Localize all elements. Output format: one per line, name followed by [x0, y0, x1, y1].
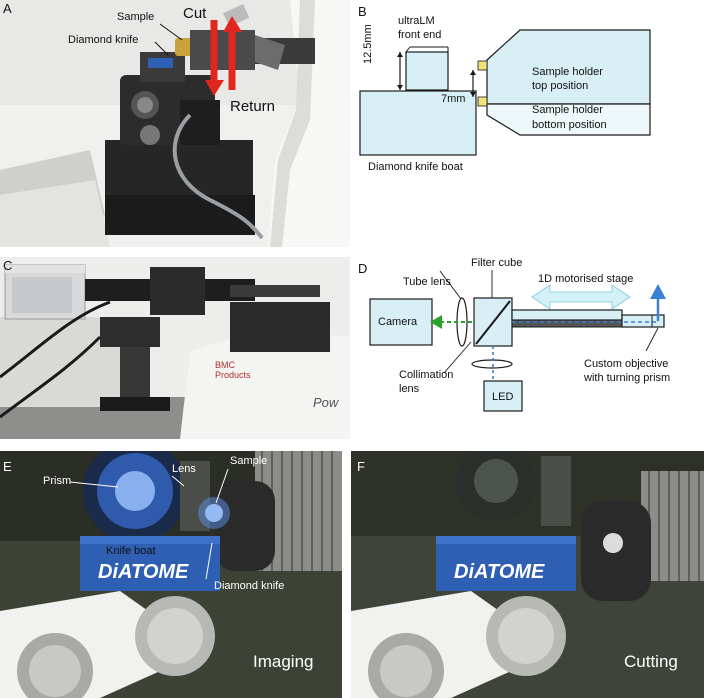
panel-f: F DiATOME Cutting: [351, 451, 704, 698]
panel-d-label: D: [358, 261, 368, 276]
ultralm-label-2: front end: [398, 29, 442, 41]
collimation-lens: [471, 359, 513, 369]
panel-a-cut-label: Cut: [183, 5, 207, 22]
panel-d-schematic: [369, 270, 666, 412]
panel-a-sample-label: Sample: [117, 11, 155, 23]
camera-box: [369, 298, 433, 346]
panel-f-photo: [351, 451, 704, 698]
ultralm-front-end: [405, 51, 449, 91]
ultralm-label-1: ultraLM: [398, 15, 435, 27]
stage-rail: [511, 309, 623, 321]
prism-label: Prism: [43, 475, 72, 487]
collimation-label-1: Collimation: [399, 369, 454, 381]
panel-b-schematic: [359, 29, 651, 156]
tube-lens-label: Tube lens: [403, 276, 451, 288]
stage-double-arrow: [531, 284, 631, 310]
panel-c: C BMC Products Pow: [0, 257, 350, 439]
scope-brand-text: Pow: [313, 395, 339, 410]
dim-12-5mm: 12.5mm: [362, 24, 374, 64]
panel-a-photo: [0, 0, 350, 247]
panel-e: E Prism Lens Sample Knife boat DiATOME D…: [0, 451, 342, 698]
camera-label: Camera: [378, 316, 418, 328]
holder-bottom-label-2: bottom position: [532, 119, 607, 131]
collimation-label-2: lens: [399, 383, 420, 395]
holder-top-label-1: Sample holder: [532, 66, 603, 78]
diatome-brand-f: DiATOME: [454, 561, 545, 583]
holder-top-label-2: top position: [532, 80, 589, 92]
bmc-products-text: BMC Products: [215, 360, 251, 380]
holder-bottom-label-1: Sample holder: [532, 104, 603, 116]
objective-label-1: Custom objective: [584, 358, 669, 370]
led-box: [483, 380, 523, 412]
panel-e-label: E: [3, 459, 12, 474]
panel-b: B ultraLM front end 12.5mm 7mm Sample ho…: [352, 0, 704, 247]
panel-d: D Tube lens Filter cube 1D motorised sta…: [352, 257, 704, 439]
panel-a-return-label: Return: [230, 98, 276, 115]
diatome-brand-e: DiATOME: [98, 561, 189, 583]
led-label: LED: [492, 391, 514, 403]
green-arrowhead: [430, 315, 442, 329]
panel-f-label: F: [357, 459, 365, 474]
dim-7mm: 7mm: [441, 93, 466, 105]
panel-e-photo: [0, 451, 342, 698]
panel-c-label: C: [3, 258, 13, 273]
panel-c-photo: [0, 257, 350, 439]
panel-a-label: A: [3, 1, 12, 16]
sample-pad-top: [477, 60, 488, 71]
panel-a: A Sample Diamond knife Cut Return: [0, 0, 350, 247]
panel-a-knife-label: Diamond knife: [68, 34, 139, 46]
sample-holder-bottom: [486, 103, 651, 136]
imaging-label: Imaging: [253, 652, 314, 671]
lens-label: Lens: [172, 463, 196, 475]
blue-up-arrowhead: [650, 284, 666, 299]
knife-boat-label-e: Knife boat: [106, 545, 156, 557]
cutting-label: Cutting: [624, 652, 678, 671]
objective-label-2: with turning prism: [584, 372, 671, 384]
filter-cube-label: Filter cube: [471, 257, 523, 269]
knife-boat-label: Diamond knife boat: [368, 161, 463, 173]
diamond-knife-boat: [359, 90, 477, 156]
sample-pad-bottom: [477, 96, 488, 107]
diamond-knife-label: Diamond knife: [214, 580, 285, 592]
sample-label-e: Sample: [230, 455, 268, 467]
stage-label: 1D motorised stage: [538, 273, 634, 285]
panel-b-label: B: [358, 4, 367, 19]
